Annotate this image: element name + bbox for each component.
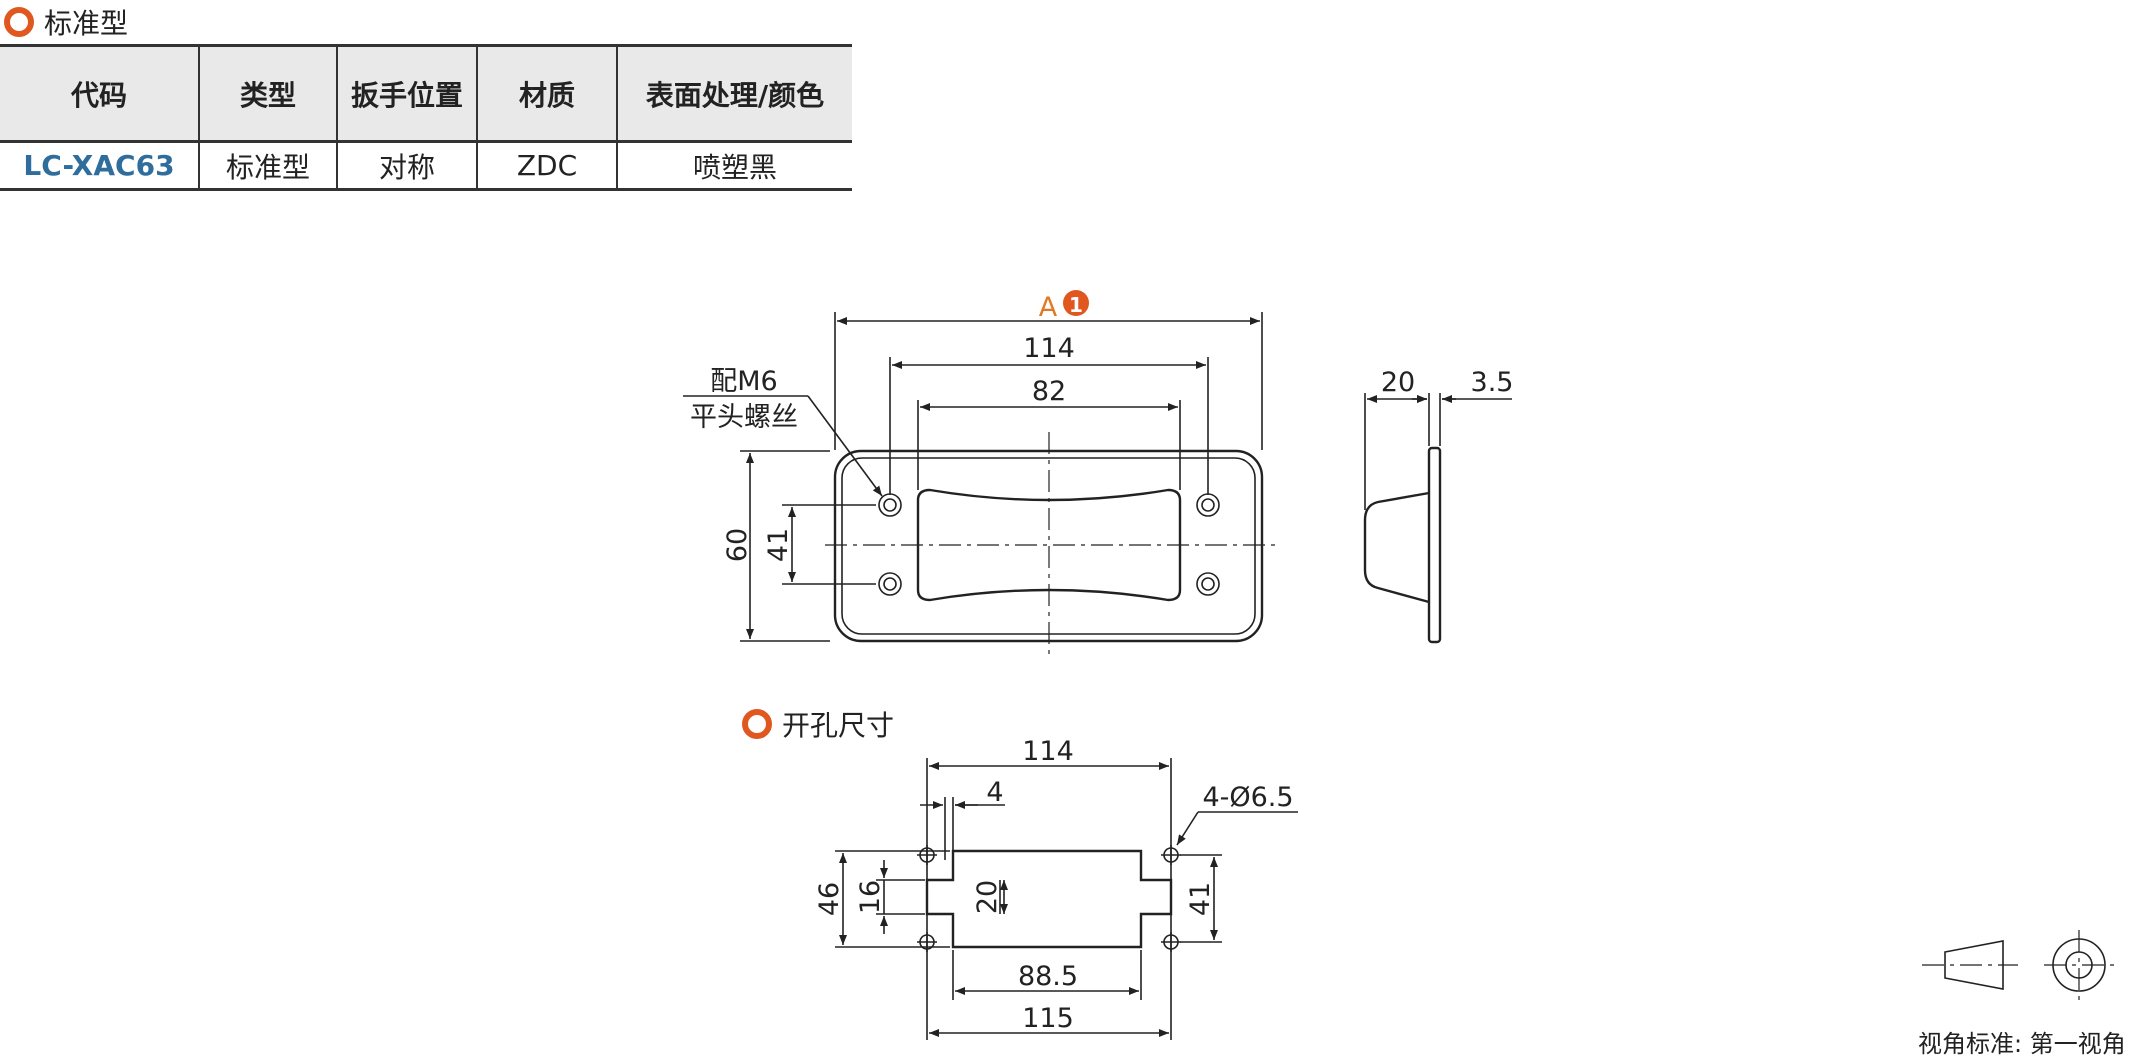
dim-46-cutout: 46 (814, 882, 845, 916)
dim-20-cutout: 20 (972, 880, 1003, 914)
dim-88-5-cutout: 88.5 (1018, 961, 1078, 992)
first-angle-projection-icon (1922, 930, 2115, 1000)
header-type: 类型 (198, 45, 337, 142)
label-a-badge-icon (1063, 290, 1089, 316)
dim-41-cutout: 41 (1185, 882, 1216, 916)
cell-material: ZDC (476, 141, 617, 190)
dim-114-front: 114 (1023, 333, 1075, 364)
side-view: 20 3.5 (1363, 367, 1514, 644)
cell-finish: 喷塑黑 (616, 141, 852, 190)
dim-60-front: 60 (722, 528, 753, 562)
dim-41-front: 41 (763, 528, 794, 562)
label-a-badge-text: 1 (1069, 293, 1083, 317)
dim-115-cutout: 115 (1022, 1003, 1074, 1034)
label-a: A (1039, 292, 1058, 323)
screw-note-line1: 配M6 (710, 366, 777, 397)
dim-82-front: 82 (1032, 376, 1066, 407)
cell-position: 对称 (336, 141, 477, 190)
table-row: LC-XAC63 标准型 对称 ZDC 喷塑黑 (0, 141, 852, 190)
screw-hole-icon (878, 493, 1220, 596)
header-code: 代码 (70, 78, 127, 112)
header-position: 扳手位置 (336, 45, 477, 142)
section-title-standard: 标准型 (4, 2, 128, 42)
projection-label: 视角标准: 第一视角 (1918, 1030, 2126, 1058)
spec-table: 代码 类型 扳手位置 材质 表面处理/颜色 LC-XAC63 标准型 对称 ZD… (0, 44, 852, 191)
dim-114-cutout: 114 (1022, 736, 1074, 767)
cell-code[interactable]: LC-XAC63 (23, 149, 175, 182)
section-title-text: 标准型 (44, 7, 129, 40)
section-bullet-icon (742, 709, 772, 739)
header-finish: 表面处理/颜色 (616, 45, 852, 142)
cell-type: 标准型 (198, 141, 337, 190)
cutout-view: 114 4 4-Ø6.5 46 (814, 736, 1298, 1040)
section-title-cutout: 开孔尺寸 (742, 704, 894, 744)
header-material: 材质 (476, 45, 617, 142)
table-header-row: 代码 类型 扳手位置 材质 表面处理/颜色 (0, 45, 852, 142)
screw-note-line2: 平头螺丝 (690, 402, 798, 433)
dim-20-side: 20 (1381, 367, 1415, 398)
dim-3-5-side: 3.5 (1471, 367, 1514, 398)
dim-4-cutout: 4 (986, 777, 1003, 808)
dim-16-cutout: 16 (855, 880, 886, 914)
section-bullet-icon (4, 7, 34, 37)
section-title-text: 开孔尺寸 (782, 709, 895, 742)
dim-holes-cutout: 4-Ø6.5 (1202, 782, 1293, 813)
front-view: A 1 114 82 60 (683, 290, 1275, 658)
cutout-hole-icon (917, 845, 1181, 952)
